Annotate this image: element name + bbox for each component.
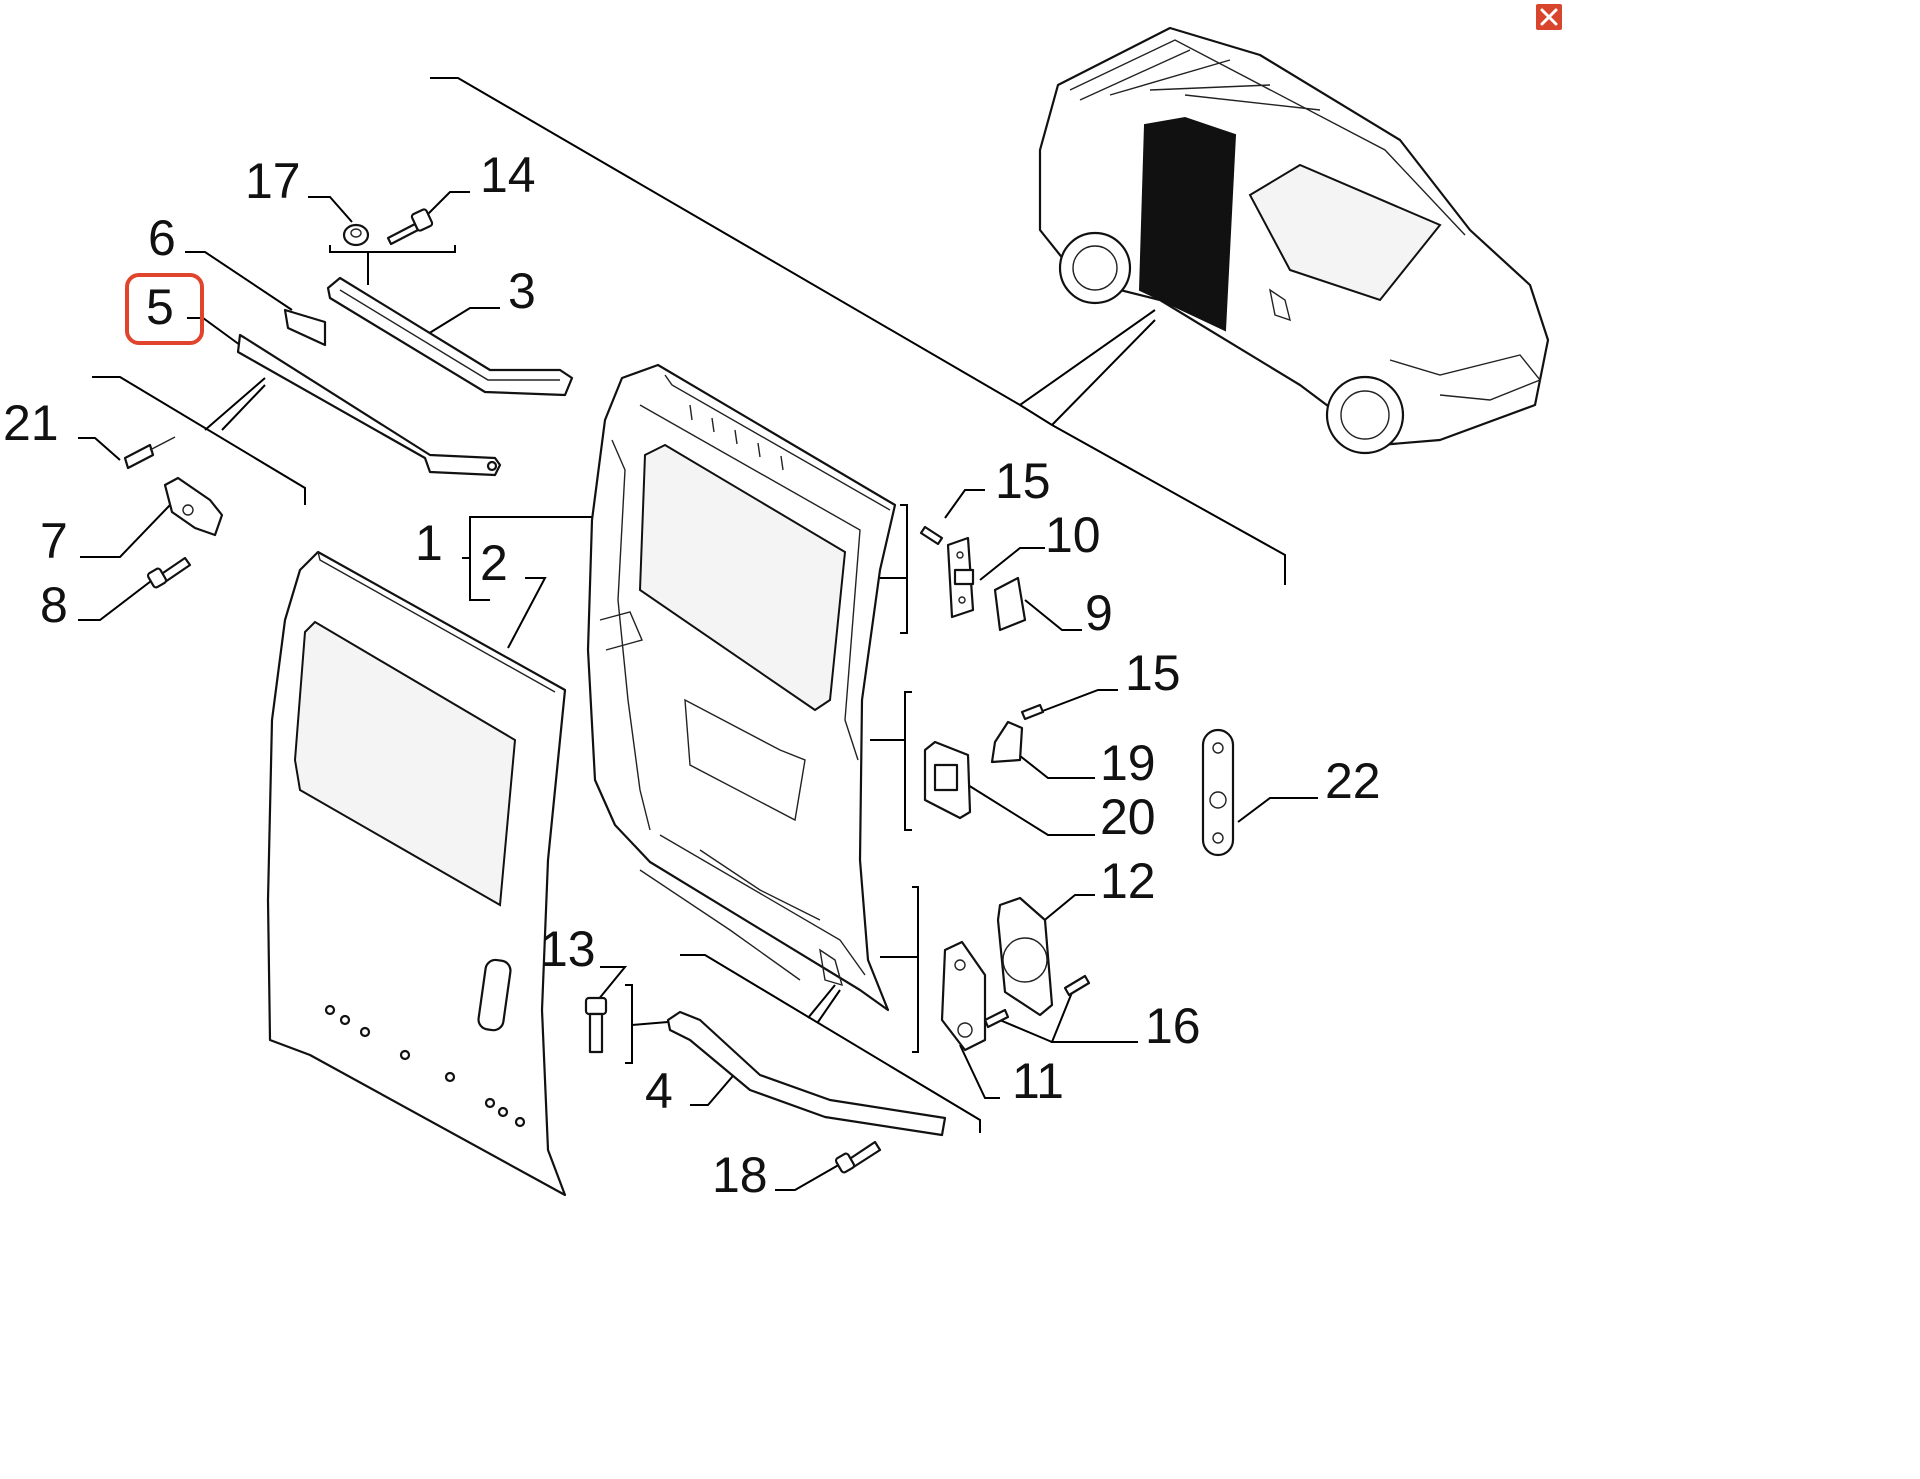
part-20-lock-module bbox=[923, 740, 972, 820]
callout-14: 14 bbox=[480, 147, 536, 203]
part-22-hinge-plate bbox=[1201, 728, 1235, 857]
part-6-plate bbox=[283, 308, 327, 347]
part-10-striker bbox=[946, 536, 975, 619]
vehicle-thumbnail bbox=[1038, 26, 1550, 455]
callout-20: 20 bbox=[1100, 789, 1156, 845]
callout-10: 10 bbox=[1045, 507, 1101, 563]
callout-3: 3 bbox=[508, 263, 536, 319]
callout-19: 19 bbox=[1100, 735, 1156, 791]
callout-5: 5 bbox=[146, 279, 174, 335]
callout-6: 6 bbox=[148, 210, 176, 266]
part-4-lower-guide-rail bbox=[666, 1010, 947, 1137]
callout-22: 22 bbox=[1325, 753, 1381, 809]
part-21-rivet bbox=[123, 436, 176, 470]
part-18-bolt bbox=[834, 1140, 882, 1174]
callout-1: 1 bbox=[415, 515, 443, 571]
callout-11: 11 bbox=[1012, 1053, 1064, 1109]
callout-5-highlight bbox=[125, 273, 204, 345]
callout-4: 4 bbox=[645, 1063, 673, 1119]
callout-12: 12 bbox=[1100, 853, 1156, 909]
part-16-screws bbox=[983, 974, 1091, 1029]
part-3-upper-guide-rail bbox=[326, 276, 574, 397]
callout-13: 13 bbox=[540, 921, 596, 977]
close-icon[interactable] bbox=[1540, 8, 1558, 26]
part-2-outer-door-panel bbox=[266, 550, 567, 1197]
part-9-clip bbox=[993, 576, 1027, 632]
part-15-screw-upper bbox=[919, 525, 944, 546]
callout-21: 21 bbox=[3, 395, 59, 451]
part-8-bolt bbox=[146, 556, 192, 589]
callout-7: 7 bbox=[40, 513, 68, 569]
part-19-catch bbox=[990, 720, 1024, 764]
part-1-inner-door-frame bbox=[586, 363, 897, 1012]
callout-8: 8 bbox=[40, 577, 68, 633]
part-5-bar bbox=[236, 333, 502, 477]
callout-9: 9 bbox=[1085, 585, 1113, 641]
close-button[interactable] bbox=[1536, 4, 1562, 30]
callout-16: 16 bbox=[1145, 998, 1201, 1054]
callout-15-lower: 15 bbox=[1125, 645, 1181, 701]
part-14-bolt bbox=[386, 208, 434, 246]
part-15-screw-lower bbox=[1020, 703, 1045, 721]
part-7-bracket bbox=[163, 476, 224, 537]
callout-17: 17 bbox=[245, 153, 301, 209]
callout-labels: 1 2 3 4 5 6 7 8 9 10 11 12 13 14 15 15 1… bbox=[3, 147, 1381, 1203]
part-11-hinge bbox=[940, 940, 987, 1052]
callout-2: 2 bbox=[480, 535, 508, 591]
part-17-nut bbox=[342, 223, 370, 247]
callout-18: 18 bbox=[712, 1147, 768, 1203]
sliding-door-exploded-diagram: 1 2 3 4 5 6 7 8 9 10 11 12 13 14 15 15 1… bbox=[3, 4, 1562, 1203]
part-13-bolt bbox=[584, 996, 608, 1054]
callout-15-upper: 15 bbox=[995, 453, 1051, 509]
part-12-cover-plate bbox=[996, 896, 1054, 1017]
